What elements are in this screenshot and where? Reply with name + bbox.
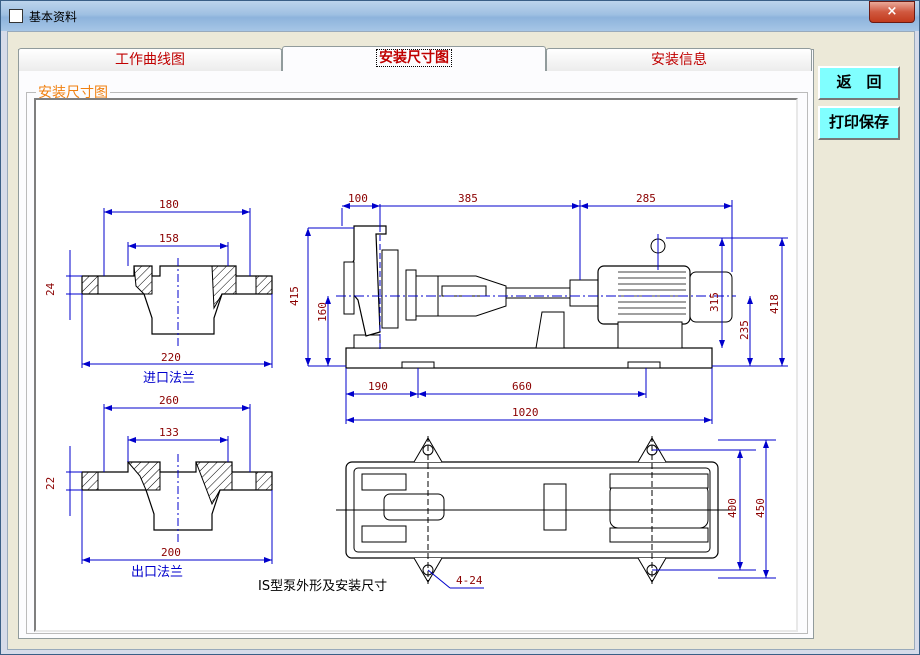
window-title: 基本资料 xyxy=(29,10,78,24)
group-title: 安装尺寸图 xyxy=(36,82,110,102)
dim-label: 1020 xyxy=(512,406,539,419)
tab-label: 工作曲线图 xyxy=(115,52,185,68)
close-button[interactable]: × xyxy=(869,1,915,23)
outlet-flange: 260 133 22 200 出口法兰 xyxy=(44,394,273,580)
dim-label: 415 xyxy=(288,286,301,306)
title-bar[interactable]: 基本资料 × xyxy=(1,1,919,31)
dim-label: 285 xyxy=(636,192,656,205)
plan-view: 4-24 400 450 xyxy=(336,436,776,589)
dim-label: 660 xyxy=(512,380,532,393)
dim-label: 220 xyxy=(161,351,181,364)
print-save-button[interactable]: 打印保存 xyxy=(818,106,900,140)
tab-label: 安装尺寸图 xyxy=(376,49,452,67)
tab-install-dimensions[interactable]: 安装尺寸图 xyxy=(282,46,546,71)
inlet-flange: 180 158 24 220 进口法兰 xyxy=(44,198,273,386)
dim-label: 200 xyxy=(161,546,181,559)
dim-label: 133 xyxy=(159,426,179,439)
back-button[interactable]: 返 回 xyxy=(818,66,900,100)
dim-label: 158 xyxy=(159,232,179,245)
dim-label: 260 xyxy=(159,394,179,407)
tab-install-info[interactable]: 安装信息 xyxy=(546,48,812,71)
drawing-caption: IS型泵外形及安装尺寸 xyxy=(258,579,387,594)
dim-label: 385 xyxy=(458,192,478,205)
outlet-caption: 出口法兰 xyxy=(131,565,183,580)
side-view: 415 160 100 385 285 xyxy=(288,192,788,424)
drawing-canvas: 180 158 24 220 进口法兰 xyxy=(34,98,798,632)
dim-label: 418 xyxy=(768,294,781,314)
dim-label: 100 xyxy=(348,192,368,205)
dim-label: 450 xyxy=(754,498,767,518)
dim-label: 190 xyxy=(368,380,388,393)
app-icon xyxy=(9,9,23,23)
tab-label: 安装信息 xyxy=(651,52,707,68)
tab-work-curve[interactable]: 工作曲线图 xyxy=(18,48,282,71)
dim-label: 22 xyxy=(44,477,57,490)
dim-label: 24 xyxy=(44,282,57,296)
dim-label: 4-24 xyxy=(456,574,483,587)
client-area: 工作曲线图 安装尺寸图 安装信息 安装尺寸图 xyxy=(7,31,915,650)
group-box xyxy=(26,92,808,634)
dim-label: 315 xyxy=(708,292,721,312)
inlet-caption: 进口法兰 xyxy=(143,371,195,386)
dim-label: 235 xyxy=(738,320,751,340)
dim-label: 400 xyxy=(726,498,739,518)
dim-label: 180 xyxy=(159,198,179,211)
dim-label: 160 xyxy=(316,302,329,322)
pump-drawing: 180 158 24 220 进口法兰 xyxy=(44,192,788,594)
